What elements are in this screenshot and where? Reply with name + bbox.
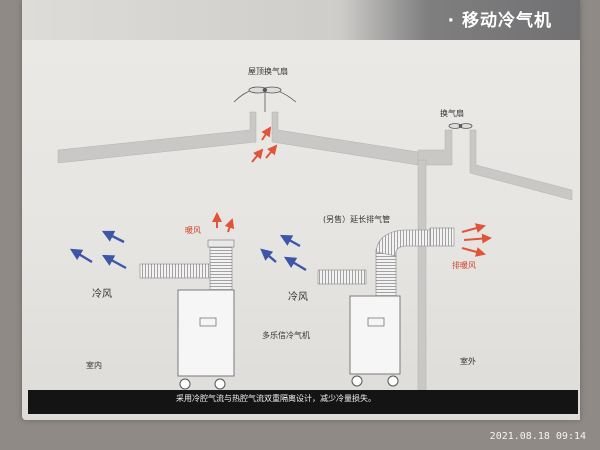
left-cooler-unit [139,239,235,390]
extension-duct-label: (另售）延长排气管 [323,215,391,224]
exhaust-fan-icon [448,123,473,129]
left-unit-vertical-duct [209,244,233,291]
unit-warm-arrows [212,212,235,233]
roof-fan-icon [233,86,297,112]
left-unit-panel [199,317,217,327]
cool-arrow [69,248,93,264]
caption-bar [28,390,578,414]
indoor-label: 室内 [86,361,102,370]
cool-arrow [279,234,301,248]
brochure-page [22,0,580,420]
cool-arrow [101,230,125,244]
warm-arrow [265,144,278,159]
cool-arrow [283,256,307,272]
left-unit-body [177,289,235,377]
caption-text: 采用冷腔气流与热腔气流双重隔离设计，减少冷量损失。 [176,394,376,403]
warm-air-label: 暖风 [185,226,201,235]
center-cool-arrows [260,234,307,272]
right-unit-body [349,295,401,375]
right-roof [469,129,573,201]
right-cooler-unit [317,227,455,387]
cool-air-center-label: 冷风 [288,292,308,303]
warm-arrow [463,233,492,244]
header-band [22,0,580,40]
exhaust-warm-arrows [461,223,492,257]
left-unit-horizontal-duct [139,263,211,279]
outdoor-label: 室外 [460,357,476,366]
exhaust-fan-label: 换气扇 [440,109,464,118]
right-unit-extension-duct [375,249,397,297]
center-roof [271,111,419,166]
right-unit-side-duct [317,269,367,285]
warm-arrow [224,218,235,233]
left-unit-wheel [214,378,226,390]
right-unit-panel [367,317,385,327]
page-title: · 移动冷气机 [447,11,552,31]
photo-timestamp: 2021.08.18 09:14 [489,431,586,442]
warm-arrow [261,126,272,141]
dividing-wall [417,159,427,391]
warm-arrow [461,223,486,233]
roof-warm-arrows [251,126,278,163]
product-label: 多乐信冷气机 [262,331,310,340]
right-unit-duct-outlet [429,227,455,247]
left-cool-arrows [69,230,127,270]
building-outline [57,111,573,391]
left-roof [57,111,257,164]
left-unit-duct-cap [207,239,235,248]
cool-arrow [101,254,127,270]
cool-air-left-label: 冷风 [92,289,112,300]
warm-arrow [461,247,486,257]
roof-fan-label: 屋顶换气扇 [248,67,288,76]
right-unit-wheel [351,375,363,387]
right-unit-wheel [387,375,399,387]
warm-arrow [251,148,264,163]
left-unit-wheel [179,378,191,390]
cool-arrow [260,248,277,263]
exhaust-warm-label: 排暖风 [452,261,476,270]
